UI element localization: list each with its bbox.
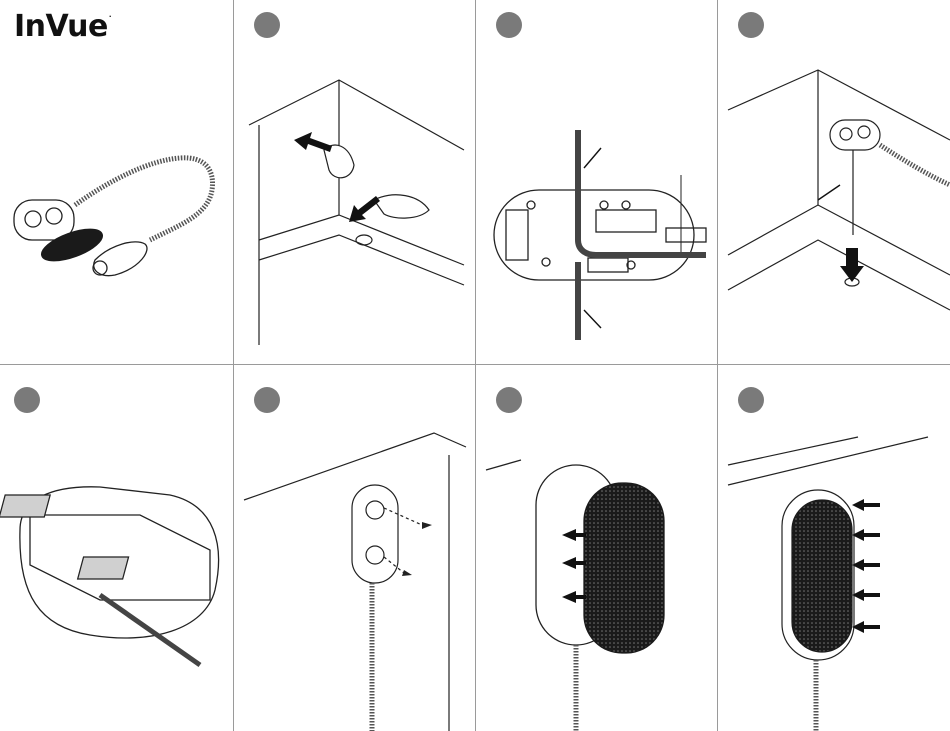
panel-step-screw-mount [234, 365, 475, 731]
feed-cable-illustration [718, 0, 950, 364]
press-pad-illustration [718, 365, 950, 731]
product-illustration [0, 0, 233, 364]
panel-step-feed-cable-through-hole [718, 0, 950, 364]
step-badge [738, 12, 764, 38]
brand-logo: InVue. [14, 12, 111, 42]
panel-product-overview: InVue. [0, 0, 233, 364]
screw-mount-illustration [234, 365, 475, 731]
panel-step-route-cable [476, 0, 717, 364]
step-badge [496, 12, 522, 38]
clean-surface-illustration [234, 0, 475, 364]
peel-liners-illustration [0, 365, 233, 731]
panel-step-press-to-secure [718, 365, 950, 731]
step-badge [254, 12, 280, 38]
step-badge [254, 387, 280, 413]
panel-step-clean-surface [234, 0, 475, 364]
step-badge [738, 387, 764, 413]
attach-pad-illustration [476, 365, 717, 731]
step-badge [496, 387, 522, 413]
route-cable-illustration [476, 0, 717, 364]
panel-step-peel-adhesive-liners [0, 365, 233, 731]
panel-step-attach-adhesive-pad [476, 365, 717, 731]
step-badge [14, 387, 40, 413]
